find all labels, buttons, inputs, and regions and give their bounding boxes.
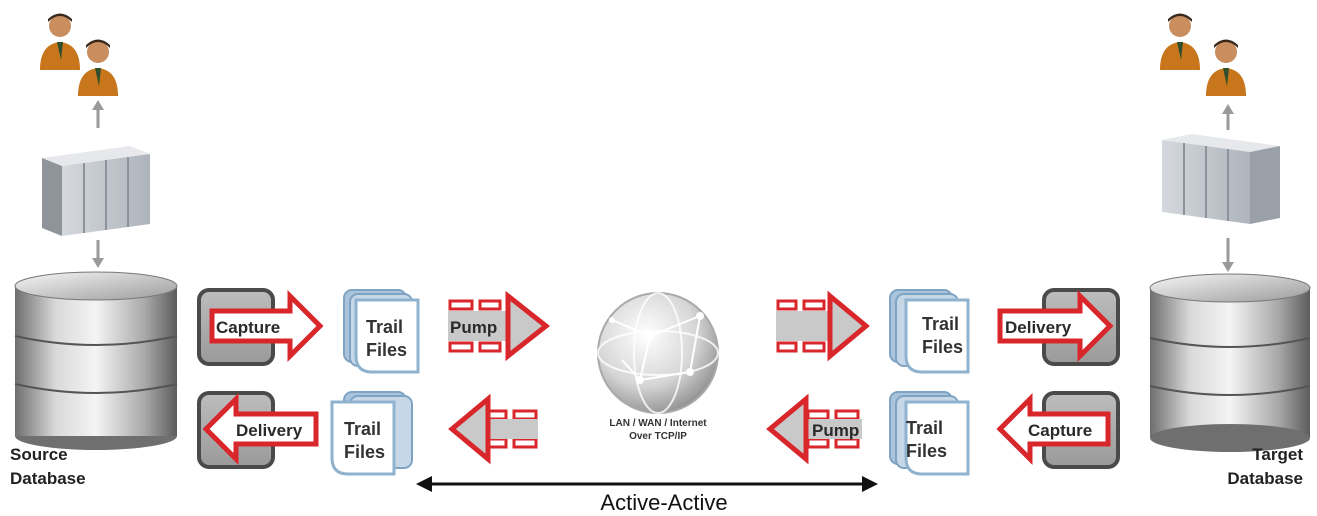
active-active-arrow — [416, 476, 878, 492]
source-label-line1: Source — [10, 445, 68, 464]
trail-label-line2: Files — [344, 442, 385, 462]
server-icon — [42, 146, 150, 236]
trail-label-line1: Trail — [344, 419, 381, 439]
pump-label: Pump — [812, 421, 859, 440]
trail-files-left-bottom: Trail Files — [330, 391, 413, 476]
capture-process-left: Capture — [197, 288, 324, 366]
capture-label: Capture — [1028, 421, 1092, 440]
database-icon — [1149, 273, 1311, 452]
return-arrow-left — [448, 393, 538, 465]
arrow-down-icon — [1222, 238, 1234, 272]
trail-label-line2: Files — [922, 337, 963, 357]
network-label-line2: Over TCP/IP — [629, 431, 687, 442]
arrow-up-icon — [1222, 104, 1234, 130]
users-icon — [1160, 13, 1246, 96]
delivery-process-left: Delivery — [197, 391, 319, 469]
network-label-line1: LAN / WAN / Internet — [609, 418, 707, 429]
incoming-arrow-right — [776, 290, 870, 362]
source-label-line2: Database — [10, 469, 86, 488]
delivery-label: Delivery — [236, 421, 303, 440]
trail-label-line1: Trail — [906, 418, 943, 438]
arrow-up-icon — [92, 100, 104, 128]
server-icon — [1162, 134, 1280, 224]
database-icon — [14, 271, 178, 450]
delivery-process-right: Delivery — [997, 288, 1120, 366]
trail-label-line2: Files — [906, 441, 947, 461]
capture-label: Capture — [216, 318, 280, 337]
active-active-label: Active-Active — [600, 490, 727, 515]
pump-label: Pump — [450, 318, 497, 337]
trail-files-right-top: Trail Files — [889, 289, 970, 374]
trail-files-left-top: Trail Files — [343, 289, 420, 374]
globe-icon — [597, 292, 719, 414]
delivery-label: Delivery — [1005, 318, 1072, 337]
trail-label-line2: Files — [366, 340, 407, 360]
target-label-line2: Database — [1227, 469, 1303, 488]
trail-label-line1: Trail — [366, 317, 403, 337]
arrow-down-icon — [92, 240, 104, 268]
pump-arrow-left: Pump — [448, 290, 551, 362]
target-label-line1: Target — [1252, 445, 1303, 464]
trail-label-line1: Trail — [922, 314, 959, 334]
users-icon — [40, 13, 118, 96]
trail-files-right-bottom: Trail Files — [889, 391, 970, 476]
capture-process-right: Capture — [996, 391, 1120, 469]
pump-arrow-right: Pump — [766, 393, 862, 465]
